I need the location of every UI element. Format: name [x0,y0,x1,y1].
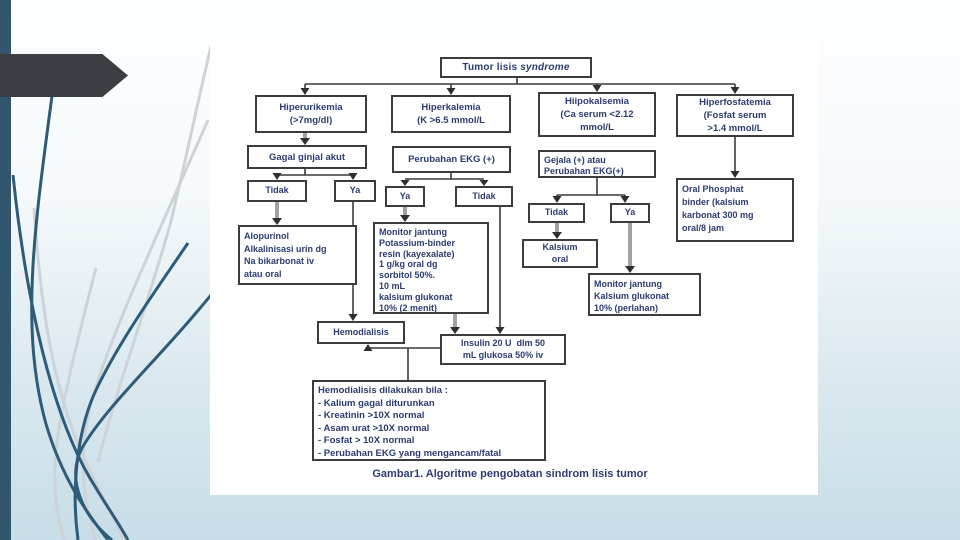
node-alopurinol: Alopurinol Alkalinisasi urin dg Na bikar… [238,225,357,285]
node-gejala-atau-perubahan-ekg: Gejala (+) atau Perubahan EKG(+) [538,150,656,178]
node-hemodialisis: Hemodialisis [317,321,405,344]
node-oral-phosphat-binder: Oral Phosphat binder (kalsium karbonat 3… [676,178,794,242]
node-hemodialisis-kriteria: Hemodialisis dilakukan bila : - Kalium g… [312,380,546,461]
title-text: Tumor lisis [462,61,521,73]
node-hiperkalemia: Hiperkalemia (K >6.5 mmol/L [391,95,511,133]
figure-caption: Gambar1. Algoritme pengobatan sindrom li… [372,468,648,480]
node-kalsium-oral: Kalsium oral [522,239,598,268]
node-monitor-jantung-kalsium: Monitor jantung Kalsium glukonat 10% (pe… [588,273,701,316]
right-arrow-shape [0,54,128,97]
node-ya-hiperkalemia: Ya [385,186,425,207]
node-insulin: Insulin 20 U dlm 50 mL glukosa 50% iv [440,334,566,365]
node-tidak-hiperkalemia: Tidak [455,186,513,207]
node-ya-hipokalsemia: Ya [610,203,650,223]
node-monitor-jantung-potassium: Monitor jantung Potassium-binder resin (… [373,222,489,314]
title-text-italic: syndrome [520,61,570,73]
side-accent-bar [0,0,11,540]
node-hiperurikemia: Hiperurikemia (>7mg/dl) [255,95,367,133]
node-perubahan-ekg: Perubahan EKG (+) [392,146,511,173]
node-hiperfosfatemia: Hiperfosfatemia (Fosfat serum >1.4 mmol/… [676,94,794,137]
node-tidak-hiperurikemia: Tidak [247,180,307,202]
node-tidak-hipokalsemia: Tidak [528,203,585,223]
node-ya-hiperurikemia: Ya [334,180,376,202]
node-gagal-ginjal-akut: Gagal ginjal akut [247,145,367,169]
node-hipokalsemia: Hiipokalsemia (Ca serum <2.12 mmol/L [538,92,656,137]
node-tumor-lisis-syndrome: Tumor lisis syndrome [440,57,592,78]
